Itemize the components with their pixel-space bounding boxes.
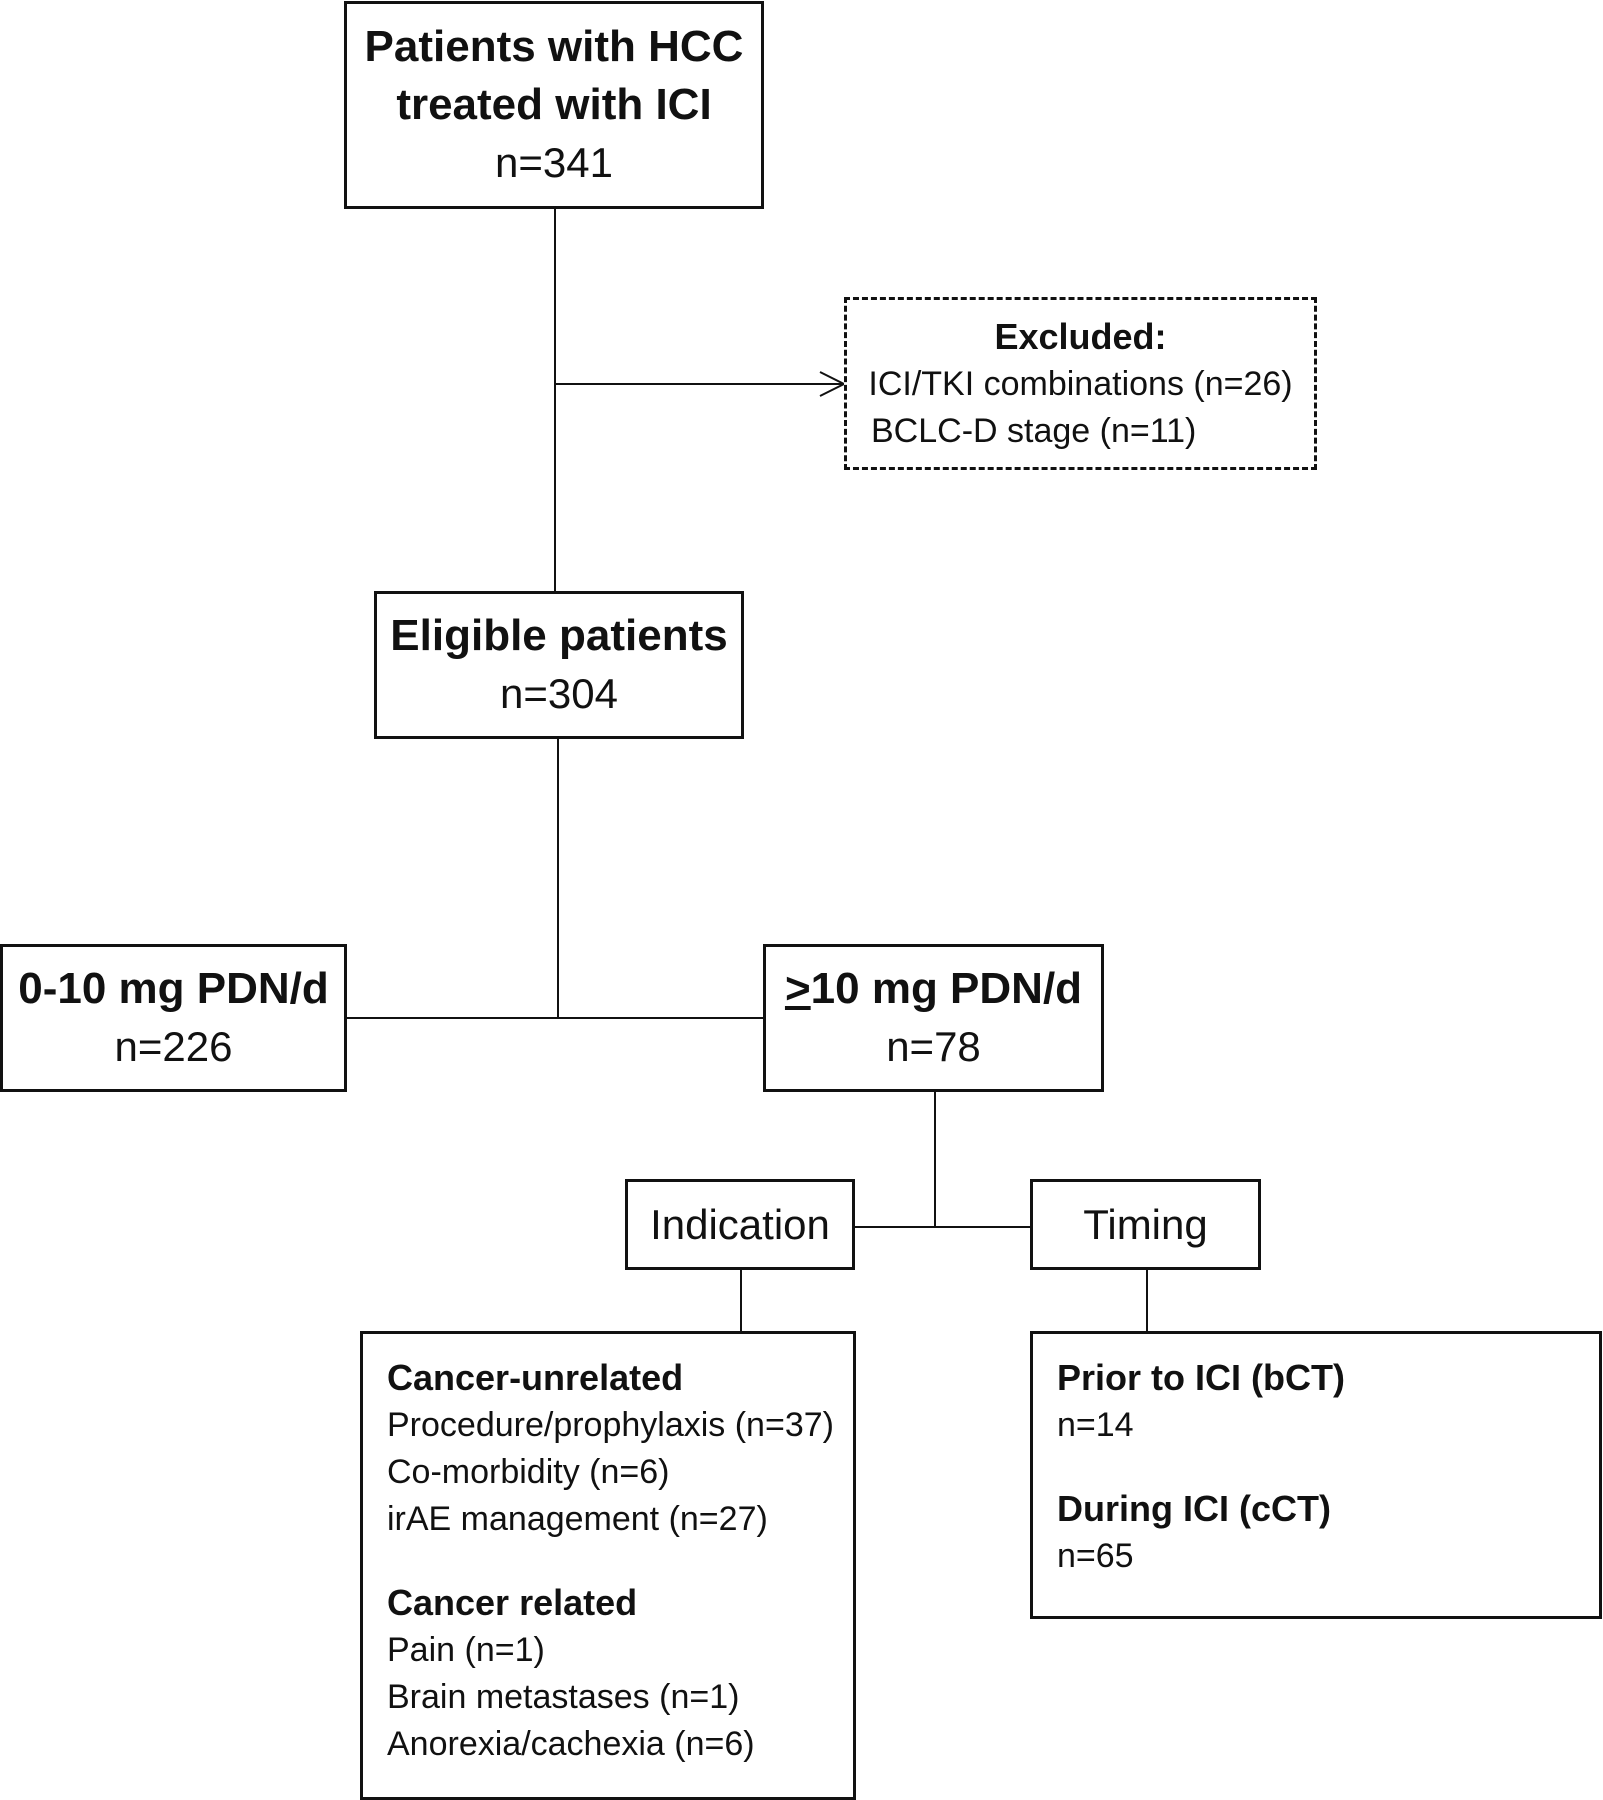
indication-detail-box: Cancer-unrelated Procedure/prophylaxis (… — [360, 1331, 856, 1800]
start-title-line2: treated with ICI — [396, 80, 712, 129]
high-dose-box: >10 mg PDN/d n=78 — [763, 944, 1104, 1092]
timing-title: Timing — [1083, 1200, 1208, 1248]
prior-ici-title: Prior to ICI (bCT) — [1057, 1357, 1345, 1398]
cancer-related-item: Pain (n=1) — [387, 1631, 545, 1669]
high-dose-title-prefix: > — [784, 964, 811, 1013]
cancer-unrelated-item: Co-morbidity (n=6) — [387, 1453, 670, 1491]
start-box: Patients with HCC treated with ICI n=341 — [344, 1, 764, 209]
excluded-item: ICI/TKI combinations (n=26) — [868, 364, 1293, 403]
cancer-unrelated-item: irAE management (n=27) — [387, 1500, 768, 1538]
excluded-box: Excluded: ICI/TKI combinations (n=26) BC… — [844, 297, 1317, 470]
excluded-title: Excluded: — [994, 315, 1167, 357]
prior-ici-count: n=14 — [1057, 1406, 1134, 1444]
cancer-unrelated-item: Procedure/prophylaxis (n=37) — [387, 1406, 834, 1444]
high-dose-count: n=78 — [886, 1023, 981, 1070]
indication-box: Indication — [625, 1179, 855, 1270]
eligible-count: n=304 — [500, 670, 618, 717]
low-dose-count: n=226 — [114, 1023, 233, 1070]
excluded-item: BCLC-D stage (n=11) — [871, 411, 1197, 450]
indication-title: Indication — [650, 1200, 830, 1248]
group-spacer — [363, 1543, 853, 1579]
low-dose-title: 0-10 mg PDN/d — [18, 964, 329, 1013]
start-count: n=341 — [495, 139, 613, 186]
high-dose-title-rest: 10 mg PDN/d — [810, 964, 1083, 1013]
eligible-title: Eligible patients — [390, 611, 728, 660]
during-ici-title: During ICI (cCT) — [1057, 1488, 1331, 1529]
cancer-unrelated-title: Cancer-unrelated — [387, 1357, 684, 1398]
cancer-related-item: Anorexia/cachexia (n=6) — [387, 1725, 755, 1763]
timing-box: Timing — [1030, 1179, 1261, 1270]
cancer-related-title: Cancer related — [387, 1582, 638, 1623]
during-ici-count: n=65 — [1057, 1537, 1134, 1575]
group-spacer — [1033, 1449, 1599, 1485]
cancer-related-item: Brain metastases (n=1) — [387, 1678, 740, 1716]
high-dose-title: >10 mg PDN/d — [785, 960, 1082, 1018]
low-dose-box: 0-10 mg PDN/d n=226 — [0, 944, 347, 1092]
eligible-box: Eligible patients n=304 — [374, 591, 744, 739]
start-title-line1: Patients with HCC — [364, 22, 744, 71]
timing-detail-box: Prior to ICI (bCT) n=14 During ICI (cCT)… — [1030, 1331, 1602, 1619]
